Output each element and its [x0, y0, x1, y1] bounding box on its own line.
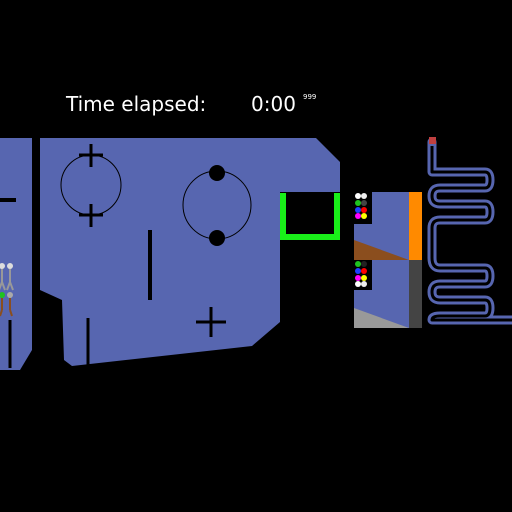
serpentine-pipe-inner: [430, 146, 512, 322]
ball-cluster-bottom: [355, 261, 367, 287]
plus-icon: [79, 204, 103, 227]
plus-icon: [196, 307, 226, 337]
npc-group-left: [0, 263, 14, 317]
goal-zone-outline: [280, 193, 340, 240]
serpentine-pipe: [427, 137, 512, 325]
time-elapsed-label: Time elapsed:: [66, 92, 207, 116]
floor-main: [40, 138, 340, 366]
pipe-cap: [429, 137, 436, 144]
plus-icon: [79, 144, 103, 167]
ring-b-node-top: [209, 165, 225, 181]
ball-cluster-top: [355, 193, 367, 219]
score-superscript: 999: [303, 93, 317, 101]
time-elapsed-value: 0:00: [251, 92, 296, 116]
sorter-machine: [354, 192, 422, 328]
floor-left-sliver: [0, 138, 32, 370]
ring-b-node-bottom: [209, 230, 225, 246]
